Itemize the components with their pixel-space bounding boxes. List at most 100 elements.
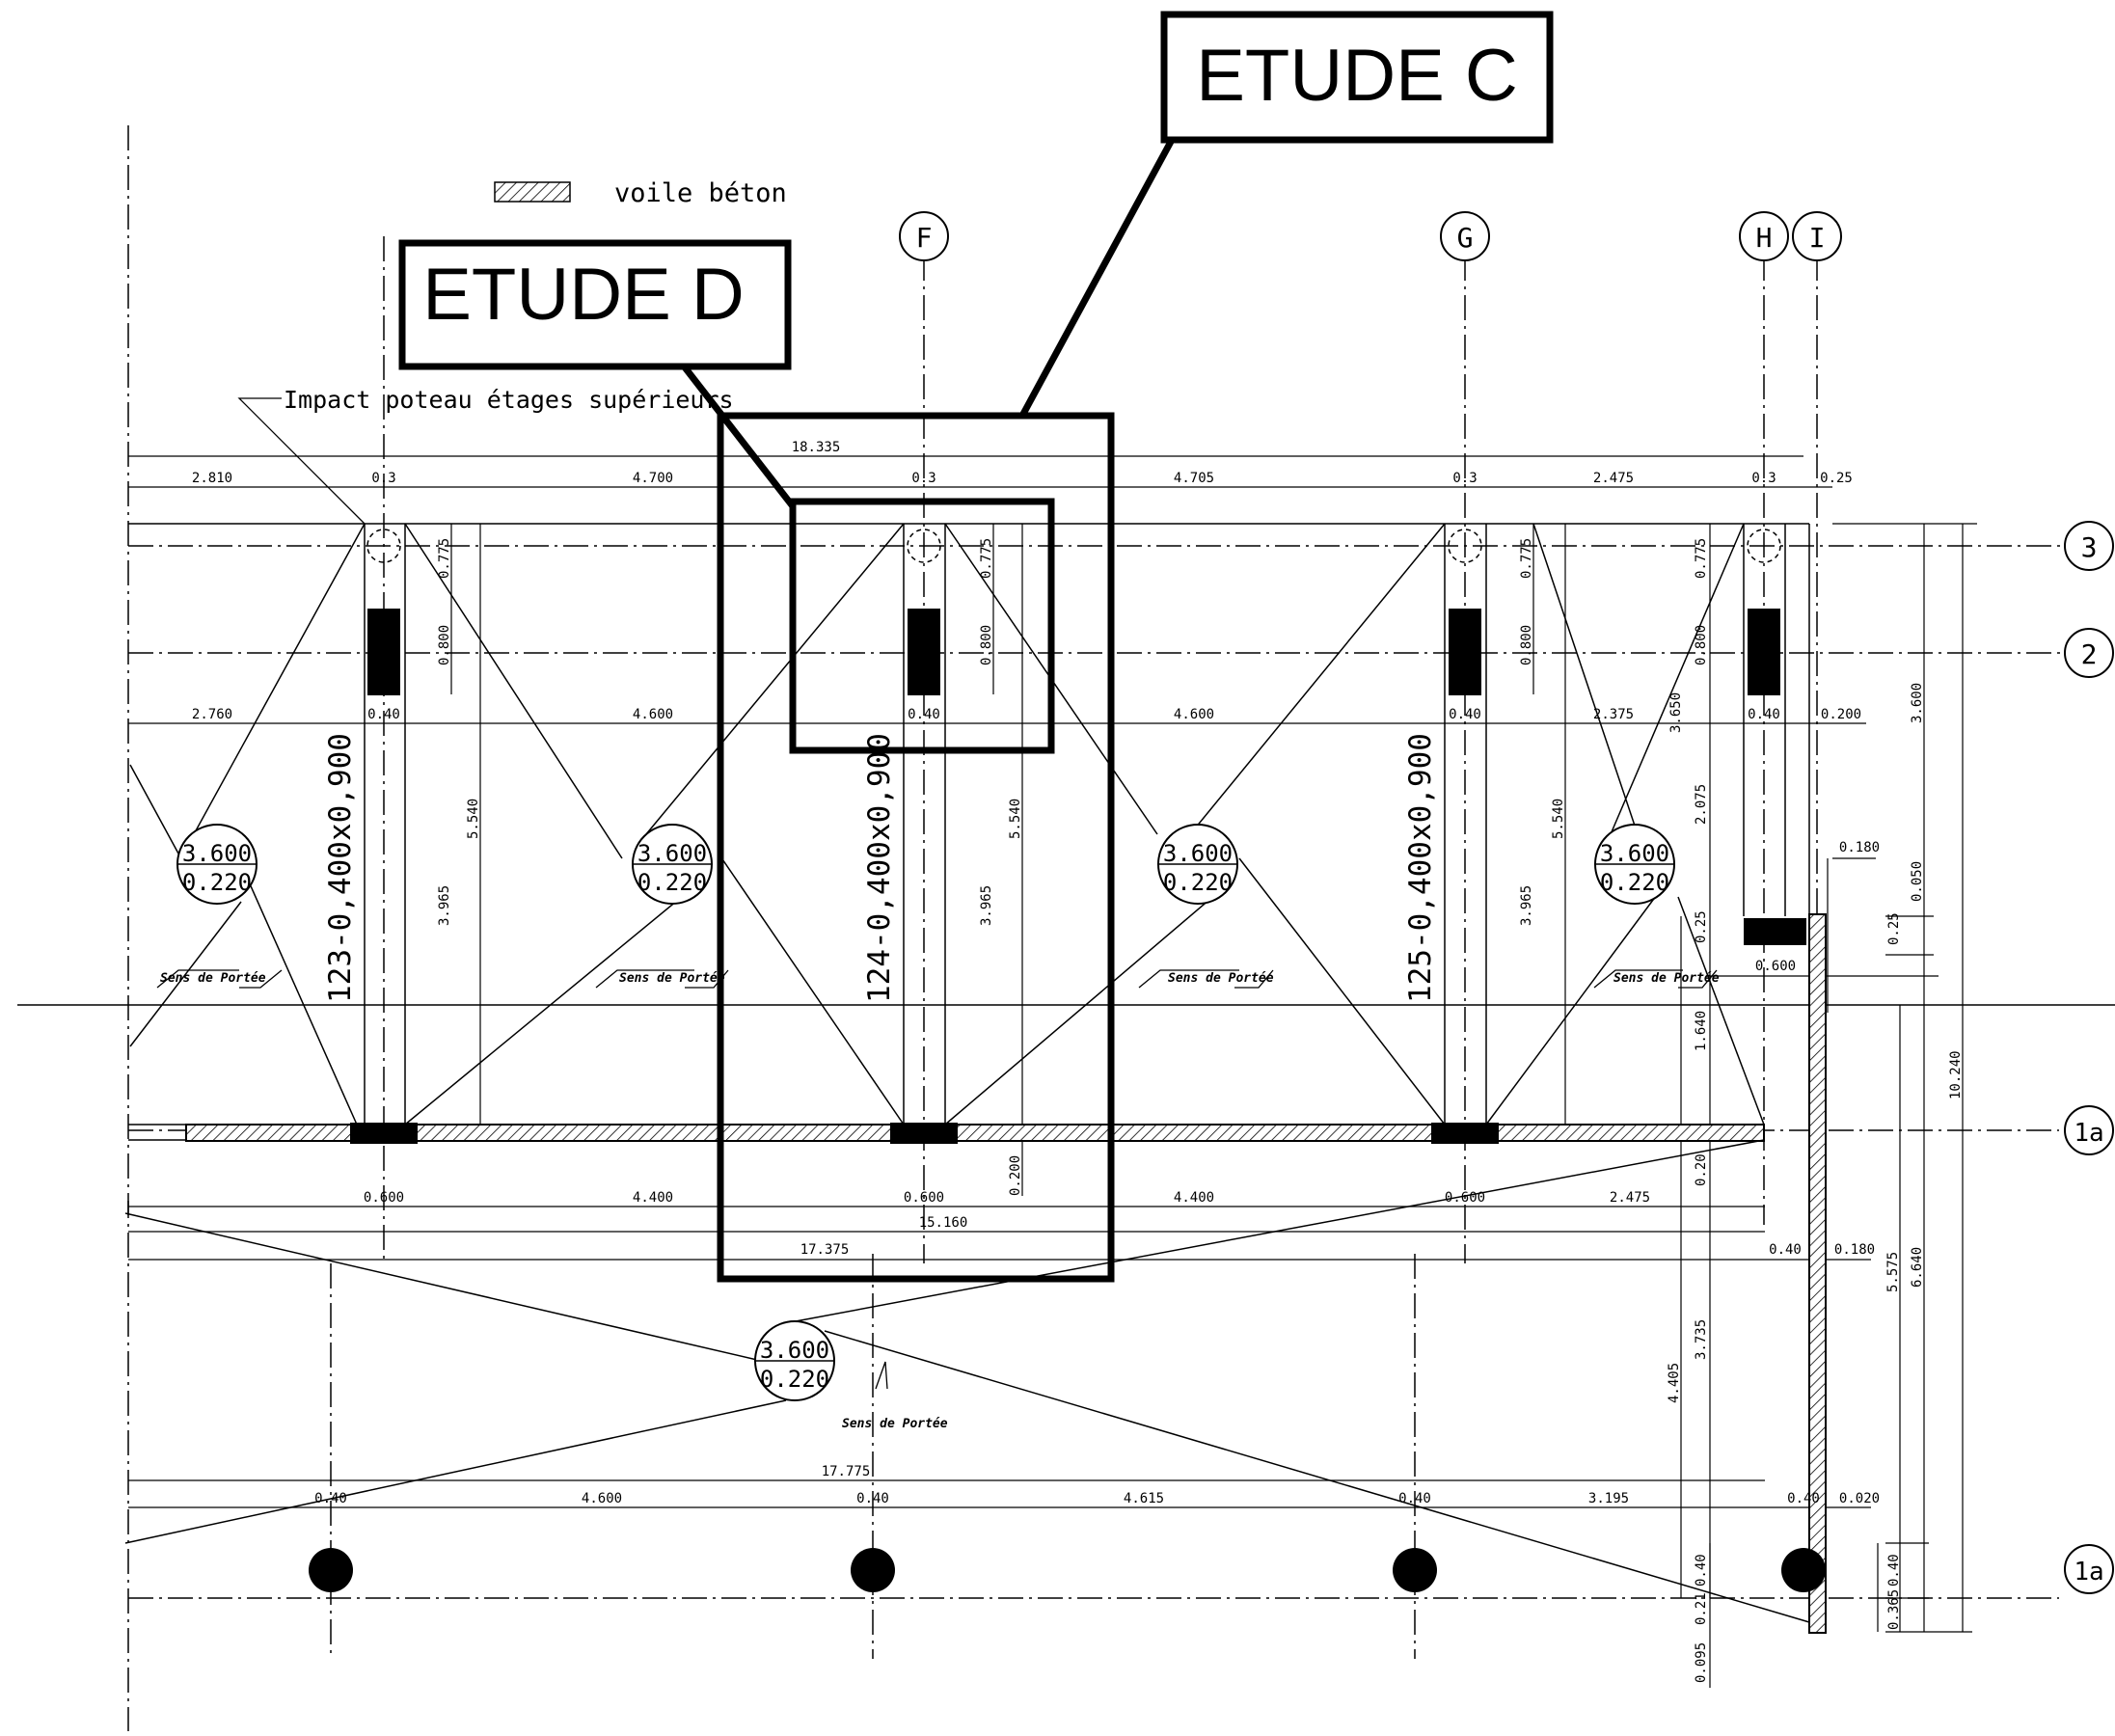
svg-text:0.600: 0.600 — [904, 1190, 944, 1206]
svg-text:0.40: 0.40 — [908, 707, 940, 722]
columns — [309, 609, 1826, 1592]
column-wall-block — [350, 1123, 418, 1144]
svg-text:0.600: 0.600 — [1755, 959, 1796, 974]
svg-text:0.365: 0.365 — [1886, 1589, 1902, 1630]
svg-text:0.40: 0.40 — [856, 1491, 889, 1506]
svg-text:18.335: 18.335 — [792, 440, 841, 455]
svg-text:0.180: 0.180 — [1834, 1242, 1875, 1258]
svg-text:0.3: 0.3 — [371, 471, 395, 486]
svg-text:3.600: 3.600 — [182, 840, 252, 867]
svg-text:0.3: 0.3 — [1452, 471, 1477, 486]
column-block — [1449, 609, 1481, 695]
svg-text:0.200: 0.200 — [1008, 1155, 1023, 1196]
svg-text:0.800: 0.800 — [1694, 625, 1709, 665]
svg-text:0.21: 0.21 — [1694, 1592, 1709, 1625]
svg-text:0.800: 0.800 — [979, 625, 994, 665]
svg-text:0.775: 0.775 — [1694, 538, 1709, 579]
svg-text:0.3: 0.3 — [1751, 471, 1776, 486]
concrete-wall-vertical — [1808, 913, 1827, 1634]
span-direction-label: Sens de Portée — [842, 1417, 948, 1431]
svg-text:0.220: 0.220 — [637, 869, 707, 896]
svg-text:15.160: 15.160 — [919, 1215, 968, 1231]
svg-text:10.240: 10.240 — [1948, 1050, 1964, 1099]
slab-tag: 3.600 0.220 — [176, 824, 258, 905]
svg-text:0.40: 0.40 — [1769, 1242, 1802, 1258]
svg-text:4.405: 4.405 — [1667, 1363, 1682, 1403]
upper-column-impacts — [366, 529, 1781, 563]
note-leader — [237, 397, 366, 525]
svg-text:3.600: 3.600 — [1600, 840, 1669, 867]
svg-text:0.220: 0.220 — [1163, 869, 1233, 896]
axis-bubble-1a-upper: 1a — [2064, 1105, 2114, 1155]
svg-text:3: 3 — [2081, 531, 2098, 563]
svg-text:2.475: 2.475 — [1610, 1190, 1650, 1206]
svg-text:3.735: 3.735 — [1694, 1319, 1709, 1360]
structure-outlines — [128, 523, 1810, 1141]
column-wall-block — [890, 1123, 958, 1144]
svg-text:I: I — [1809, 222, 1826, 254]
axis-bubble-i: I — [1792, 211, 1842, 261]
round-column — [309, 1548, 353, 1592]
svg-text:0.3: 0.3 — [911, 471, 935, 486]
svg-text:0.220: 0.220 — [760, 1366, 829, 1393]
svg-text:5.540: 5.540 — [1551, 799, 1566, 839]
dimension-lines — [128, 455, 1977, 1688]
span-direction-label: Sens de Portée — [1168, 971, 1274, 986]
svg-text:0.775: 0.775 — [979, 538, 994, 579]
svg-text:0.40: 0.40 — [367, 707, 400, 722]
svg-text:0.600: 0.600 — [1445, 1190, 1485, 1206]
svg-text:0.180: 0.180 — [1839, 840, 1880, 855]
note-text: Impact poteau étages supérieurs — [284, 386, 734, 414]
svg-text:G: G — [1457, 222, 1474, 254]
svg-text:0.220: 0.220 — [1600, 869, 1669, 896]
etude-d-frame — [679, 361, 1055, 754]
etude-d-callout: ETUDE D — [398, 239, 792, 370]
svg-text:0.220: 0.220 — [182, 869, 252, 896]
slab-tag: 3.600 0.220 — [1157, 824, 1238, 905]
legend: voile béton — [494, 178, 787, 208]
svg-text:0.40: 0.40 — [314, 1491, 347, 1506]
slab-tag: 3.600 0.220 — [1594, 824, 1675, 905]
svg-text:0.800: 0.800 — [437, 625, 452, 665]
svg-text:3.600: 3.600 — [760, 1337, 829, 1364]
svg-text:0.050: 0.050 — [1910, 861, 1925, 902]
svg-text:0.40: 0.40 — [1398, 1491, 1431, 1506]
column-block — [908, 609, 940, 695]
svg-text:4.600: 4.600 — [582, 1491, 622, 1506]
svg-text:F: F — [916, 222, 933, 254]
span-direction-label: Sens de Portée — [160, 971, 266, 986]
svg-text:2.475: 2.475 — [1593, 471, 1634, 486]
svg-text:0.40: 0.40 — [1694, 1554, 1709, 1587]
svg-text:3.965: 3.965 — [437, 885, 452, 926]
svg-text:5.540: 5.540 — [1008, 799, 1023, 839]
svg-text:2.760: 2.760 — [192, 707, 232, 722]
svg-text:5.575: 5.575 — [1885, 1252, 1901, 1292]
svg-text:2.810: 2.810 — [192, 471, 232, 486]
svg-text:4.615: 4.615 — [1124, 1491, 1164, 1506]
svg-text:17.375: 17.375 — [800, 1242, 850, 1258]
svg-text:0.25: 0.25 — [1694, 910, 1709, 943]
axis-bubble-f: F — [899, 211, 949, 261]
svg-text:3.965: 3.965 — [979, 885, 994, 926]
svg-text:6.640: 6.640 — [1910, 1247, 1925, 1288]
span-direction-marker — [156, 969, 1718, 1390]
svg-text:3.600: 3.600 — [1163, 840, 1233, 867]
svg-text:2.075: 2.075 — [1694, 784, 1709, 825]
axis-bubble-2: 2 — [2064, 628, 2114, 678]
svg-text:3.965: 3.965 — [1519, 885, 1534, 926]
svg-text:4.700: 4.700 — [633, 471, 673, 486]
axis-bubble-3: 3 — [2064, 521, 2114, 571]
etude-c-frame — [717, 138, 1176, 1283]
axis-bubble-h: H — [1739, 211, 1789, 261]
svg-text:0.200: 0.200 — [1821, 707, 1861, 722]
column-block — [1744, 918, 1806, 945]
svg-text:17.775: 17.775 — [822, 1464, 871, 1479]
svg-text:1.640: 1.640 — [1694, 1011, 1709, 1051]
concrete-wall-horizontal — [185, 1124, 1765, 1142]
round-column — [851, 1548, 895, 1592]
beam-label: 123-0,400x0,900 — [323, 733, 358, 1003]
slab-tag: 3.600 0.220 — [754, 1320, 835, 1401]
column-block — [1748, 609, 1780, 695]
axis-bubble-1a-lower: 1a — [2064, 1544, 2114, 1594]
